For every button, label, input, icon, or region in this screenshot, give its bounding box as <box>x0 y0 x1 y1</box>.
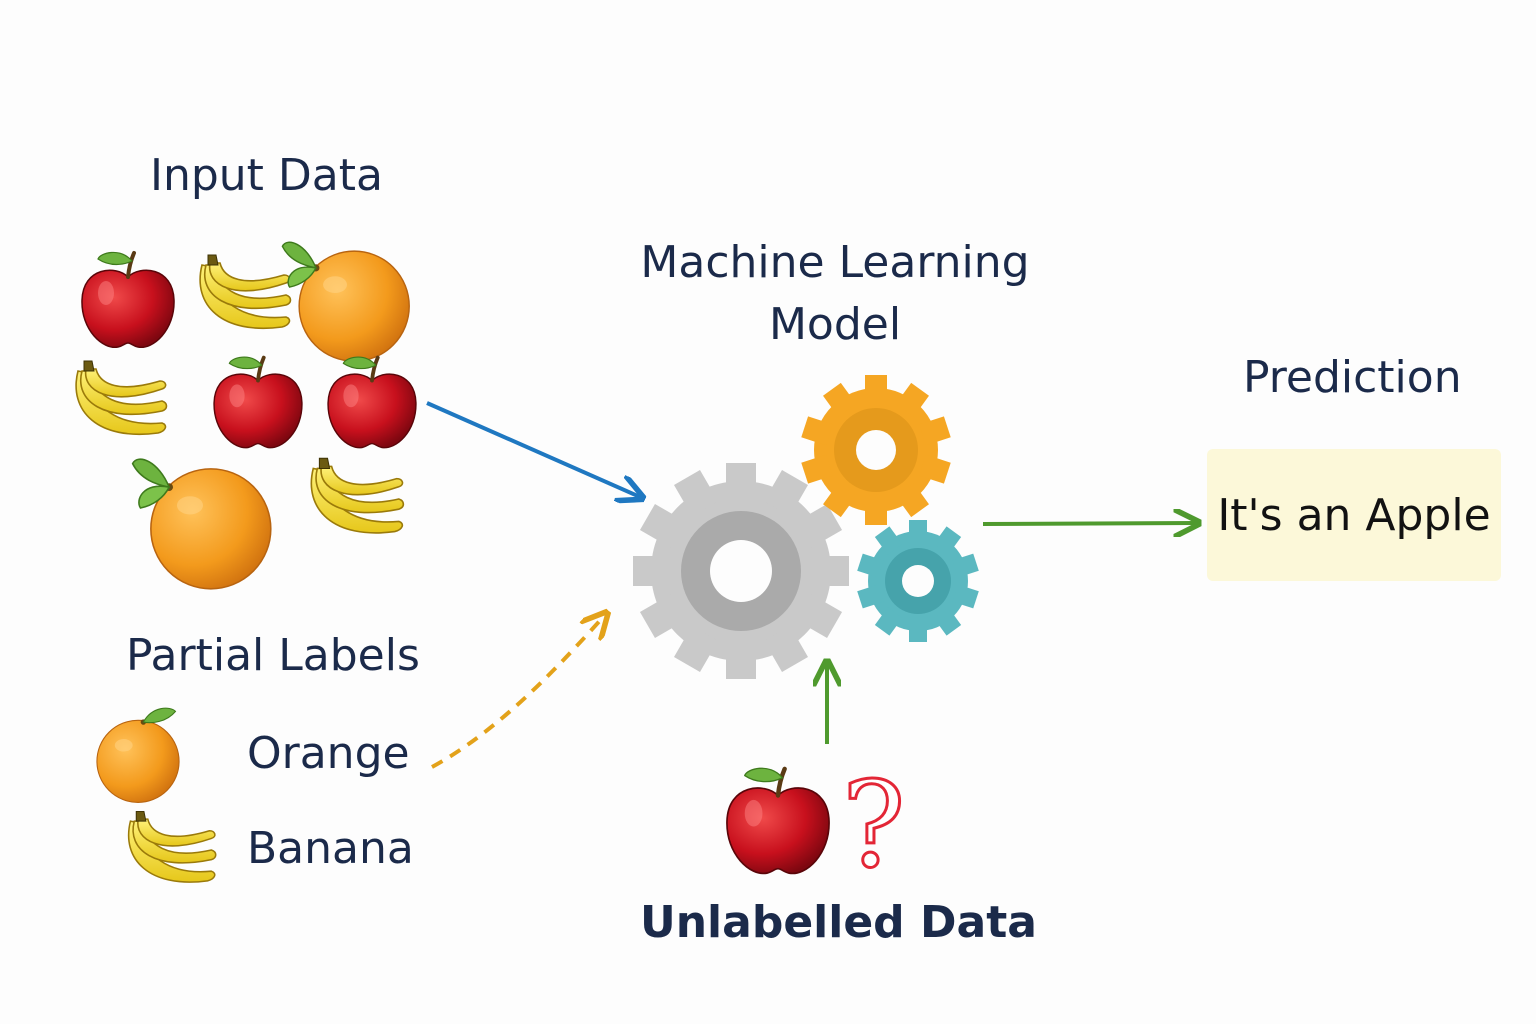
prediction-box: It's an Apple <box>1207 449 1501 581</box>
teal-gear-icon <box>857 520 979 642</box>
apple-icon <box>326 355 418 450</box>
unlabelled-apple-icon <box>727 768 829 873</box>
labels-to-model-dashed-arrow <box>431 615 605 769</box>
banana-icon <box>75 360 168 436</box>
orange-label-icon <box>96 707 180 804</box>
orange-icon <box>131 458 272 590</box>
input-fruit-cluster <box>75 241 418 590</box>
gray-gear-icon <box>633 463 849 679</box>
orange-icon <box>281 241 410 362</box>
model-title-line2: Model <box>768 299 902 350</box>
orange-label: Orange <box>247 728 410 779</box>
banana-label-icon <box>127 810 217 883</box>
apple-icon <box>212 355 304 450</box>
unlabelled-data-title: Unlabelled Data <box>640 897 1037 948</box>
banana-label: Banana <box>247 823 414 874</box>
partial-labels-title: Partial Labels <box>126 630 420 681</box>
question-mark-icon: ? <box>842 756 905 894</box>
prediction-result: It's an Apple <box>1217 489 1491 541</box>
orange-gear-icon <box>801 375 951 525</box>
input-data-title: Input Data <box>150 150 383 201</box>
prediction-title: Prediction <box>1243 352 1462 403</box>
model-to-prediction-arrow <box>982 523 1196 524</box>
banana-icon <box>199 254 292 330</box>
input-to-model-arrow <box>426 401 640 497</box>
apple-icon <box>79 250 177 350</box>
banana-icon <box>310 457 405 534</box>
model-title-line1: Machine Learning <box>640 237 1030 288</box>
model-title: Machine Learning Model <box>640 232 1030 356</box>
